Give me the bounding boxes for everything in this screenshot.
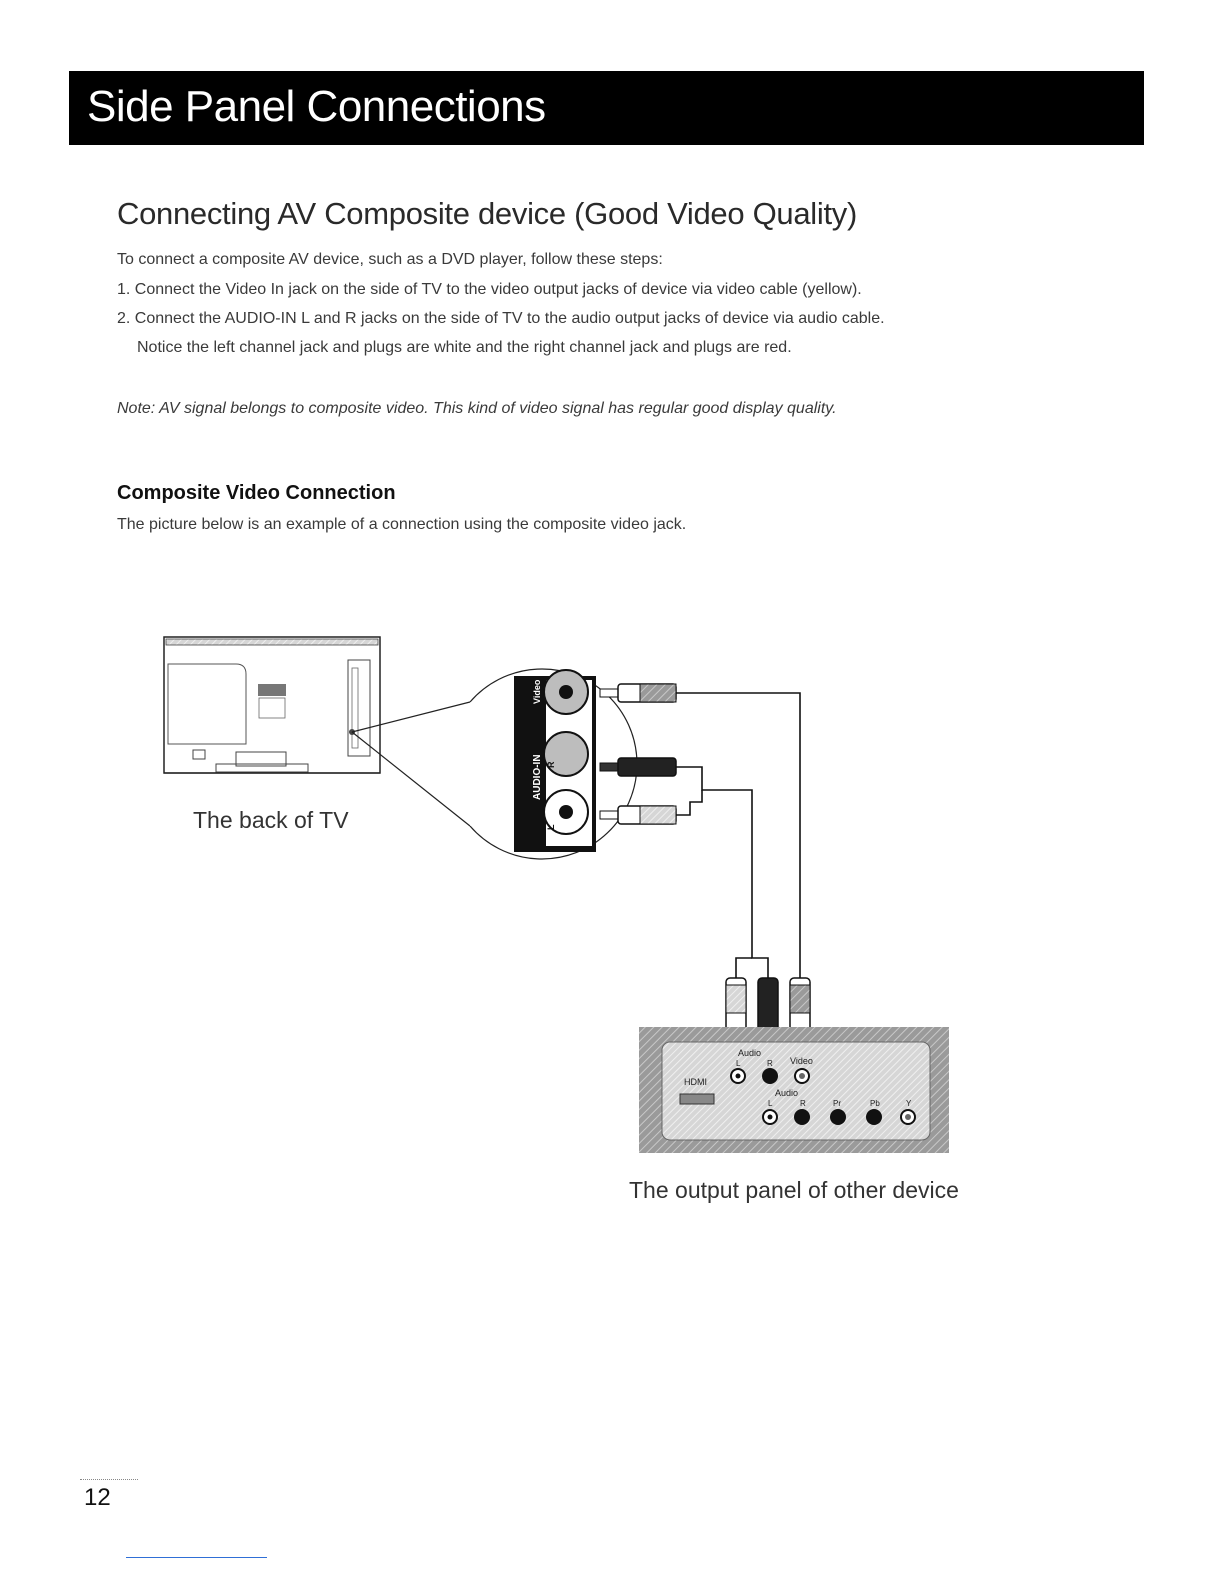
tv-video-jack-label: Video <box>532 679 542 704</box>
magnified-jack-panel: Video AUDIO-IN R L <box>469 668 638 860</box>
tv-side-plugs <box>599 683 677 825</box>
page-number-rule <box>80 1479 138 1480</box>
step-2-continued: Notice the left channel jack and plugs a… <box>137 339 792 356</box>
pr-label: Pr <box>833 1099 841 1108</box>
cables <box>676 692 801 978</box>
intro-text: To connect a composite AV device, such a… <box>117 251 663 268</box>
step-1: 1. Connect the Video In jack on the side… <box>117 281 862 298</box>
footer-line <box>126 1557 267 1558</box>
page-number: 12 <box>84 1484 111 1511</box>
section-title: Connecting AV Composite device (Good Vid… <box>117 196 858 231</box>
tv-l-jack-label: L <box>546 824 556 830</box>
hdmi-label: HDMI <box>684 1077 707 1087</box>
r-bottom-label: R <box>800 1099 806 1108</box>
audio-bottom-label: Audio <box>775 1088 798 1098</box>
l-top-label: L <box>736 1059 741 1068</box>
subsection-heading: Composite Video Connection <box>117 482 396 504</box>
note-text: Note: AV signal belongs to composite vid… <box>117 400 837 417</box>
r-top-label: R <box>767 1059 773 1068</box>
tv-back-illustration <box>163 636 381 774</box>
step-2: 2. Connect the AUDIO-IN L and R jacks on… <box>117 310 885 327</box>
subsection-description: The picture below is an example of a con… <box>117 516 687 533</box>
l-bottom-label: L <box>768 1099 773 1108</box>
device-output-panel: HDMI Audio L R Video Audio L R Pr Pb Y <box>639 1027 949 1153</box>
page-title: Side Panel Connections <box>87 82 546 131</box>
tv-r-jack-label: R <box>546 761 556 768</box>
tv-caption: The back of TV <box>193 807 349 833</box>
header-bar: Side Panel Connections <box>69 71 1144 145</box>
magnifier-lines <box>351 701 471 827</box>
audio-top-label: Audio <box>738 1048 761 1058</box>
device-side-plugs <box>725 977 811 1053</box>
device-caption: The output panel of other device <box>629 1177 959 1203</box>
pb-label: Pb <box>870 1099 880 1108</box>
video-label: Video <box>790 1056 813 1066</box>
tv-audio-in-label: AUDIO-IN <box>532 754 543 800</box>
y-label: Y <box>906 1099 912 1108</box>
